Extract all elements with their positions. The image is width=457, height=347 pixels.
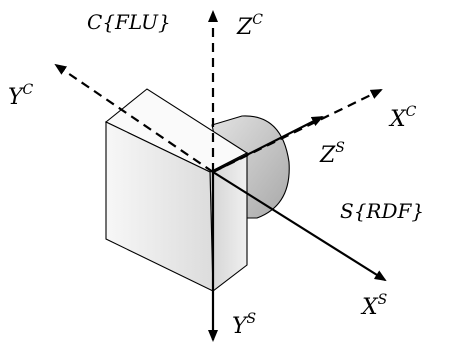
camera-z-label: ZC [236, 12, 263, 40]
camera-y-label: YC [8, 82, 34, 110]
sensor-y-label: YS [232, 311, 256, 339]
sensor-z-axis [212, 116, 324, 173]
sensor-frame-axes [208, 116, 387, 342]
sensor-x-label: XS [360, 292, 387, 320]
labels: C{FLU} ZC YC XC ZS S{RDF} XS YS [8, 10, 424, 339]
sensor-frame-name: S{RDF} [340, 199, 424, 223]
camera-body [104, 88, 249, 293]
sensor-z-label: ZS [319, 140, 345, 168]
sensor-x-axis [212, 171, 387, 282]
camera-x-label: XC [388, 104, 417, 132]
camera-frame-name: C{FLU} [87, 10, 171, 34]
camera-y-axis [54, 63, 214, 173]
